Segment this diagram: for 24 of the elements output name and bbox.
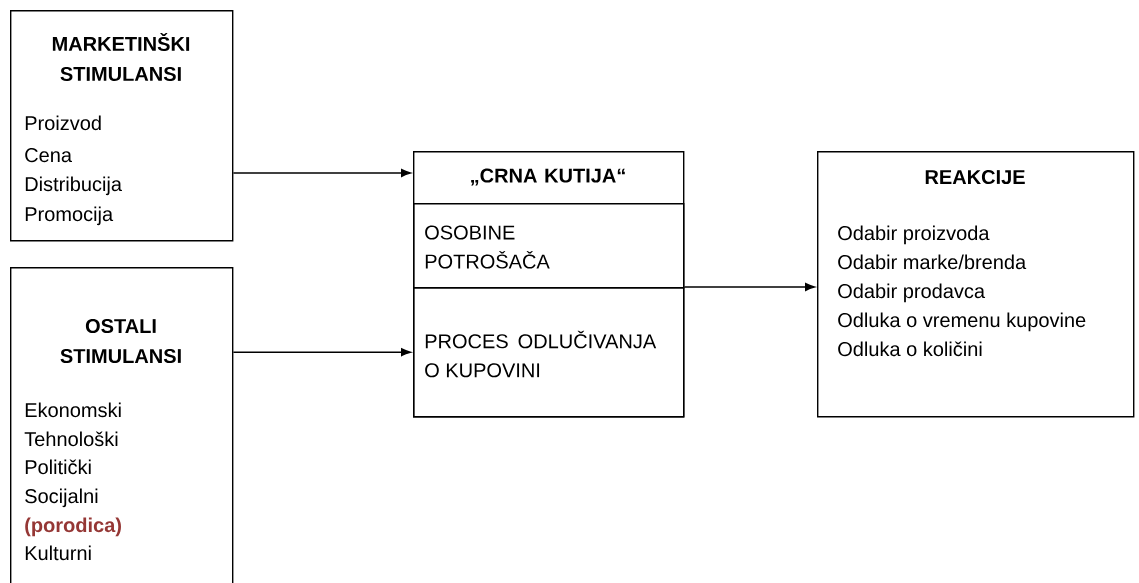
heading: OSTALI STIMULANSI [60,318,181,364]
list-item: Proizvod [25,115,101,131]
heading: „CRNA KUTIJA“ [471,168,625,186]
list-item: Tehnološki [24,431,118,447]
arrow [232,348,411,357]
list-item: Politički [25,459,91,475]
arrow [232,169,411,177]
list-item: Odluka o količini [838,341,982,357]
list-item: Ekonomski [25,402,121,418]
list-item: Odluka o vremenu kupovine [838,312,1086,332]
list-item: Odabir marke/brenda [838,254,1027,270]
box-text: OSOBINE POTROŠAČA [425,225,550,269]
list-item: (porodica) [25,517,121,537]
list-item: Cena [25,148,72,163]
list-item: Socijalni [25,488,98,508]
list-item: Promocija [25,206,114,226]
arrow [683,283,815,291]
list-item: Kulturni [25,545,91,561]
heading: MARKETINŠKI STIMULANSI [52,32,190,82]
heading: REAKCIJE [925,169,1025,185]
list-item: Distribucija [25,176,122,196]
list-item: Odabir proizvoda [838,225,990,245]
box-text: PROCES ODLUČIVANJA O KUPOVINI [425,330,657,378]
list-item: Odabir prodavca [838,283,986,303]
